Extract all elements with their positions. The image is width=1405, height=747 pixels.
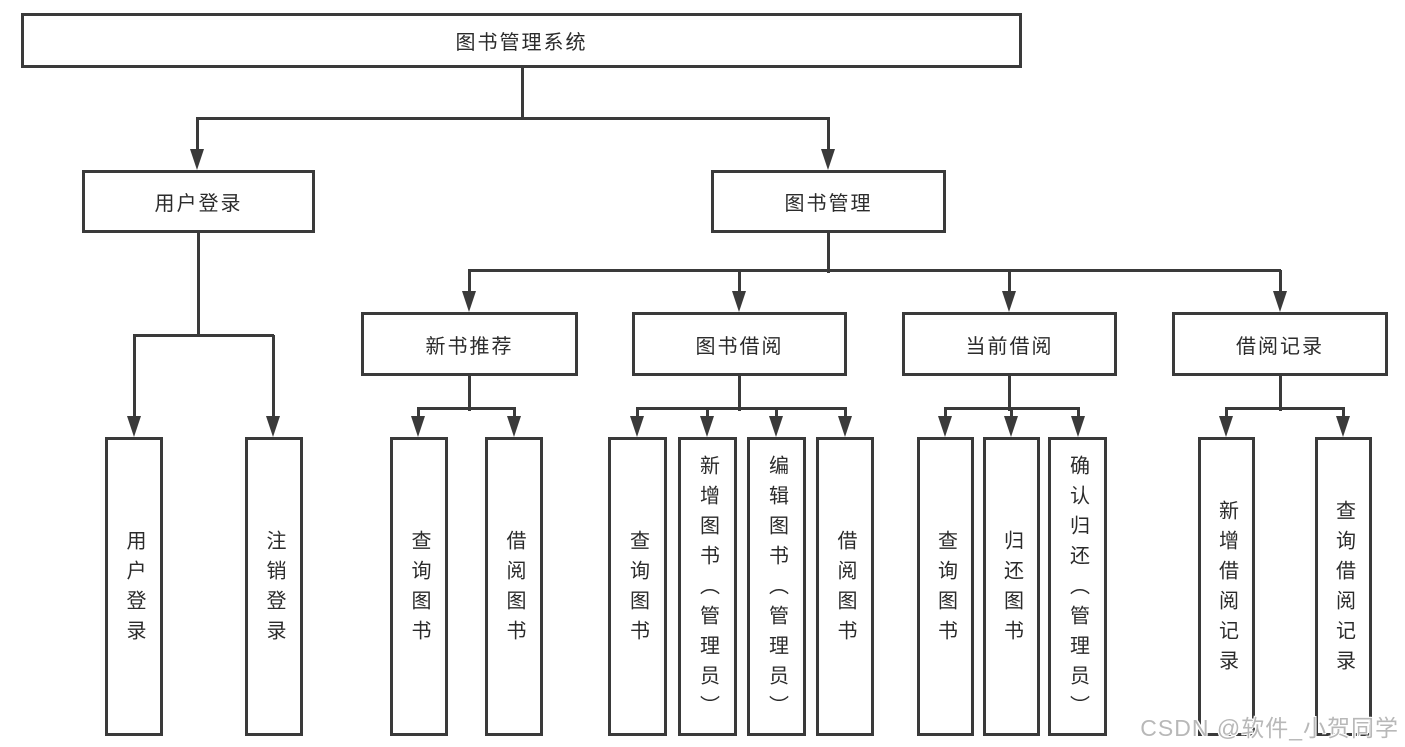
leaf-query-books-current: 查询图书 [917, 437, 974, 736]
leaf-query-books-borrow: 查询图书 [608, 437, 667, 736]
arrowhead-icon [127, 416, 141, 437]
connector-stem [512, 408, 516, 419]
connector-stem [271, 335, 275, 419]
csdn-watermark: CSDN @软件_小贺同学 [1140, 715, 1399, 741]
connector-stem [737, 376, 741, 411]
arrowhead-icon [266, 416, 280, 437]
connector-stem [737, 270, 741, 294]
leaf-confirm-return-admin: 确认归还（管理员） [1048, 437, 1107, 736]
node-current-borrowing: 当前借阅 [902, 312, 1117, 376]
connector-stem [1009, 408, 1013, 419]
connector-rail-records [1224, 406, 1345, 410]
connector-stem [1076, 408, 1080, 419]
arrowhead-icon [1002, 291, 1016, 312]
leaf-query-books-recommend: 查询图书 [390, 437, 448, 736]
leaf-borrow-books-recommend: 借阅图书 [485, 437, 543, 736]
connector-stem [467, 270, 471, 294]
arrowhead-icon [1336, 416, 1350, 437]
node-user-login: 用户登录 [82, 170, 315, 233]
connector-root-stem [520, 68, 524, 119]
connector-rail-borrow [635, 406, 847, 410]
connector-rail-current [943, 406, 1080, 410]
arrowhead-icon [821, 149, 835, 170]
arrowhead-icon [1219, 416, 1233, 437]
arrowhead-icon [190, 149, 204, 170]
connector-rail-user-login [132, 333, 274, 337]
arrowhead-icon [1004, 416, 1018, 437]
node-book-management: 图书管理 [711, 170, 946, 233]
arrowhead-icon [732, 291, 746, 312]
arrowhead-icon [700, 416, 714, 437]
connector-rail-book-mgmt [467, 268, 1281, 272]
connector-stem [826, 118, 830, 152]
node-borrowing-records: 借阅记录 [1172, 312, 1388, 376]
node-book-borrowing: 图书借阅 [632, 312, 847, 376]
connector-stem [1341, 408, 1345, 419]
connector-stem [1224, 408, 1228, 419]
leaf-return-books: 归还图书 [983, 437, 1040, 736]
arrowhead-icon [462, 291, 476, 312]
connector-stem [943, 408, 947, 419]
arrowhead-icon [507, 416, 521, 437]
connector-user-login-stem [196, 233, 200, 337]
leaf-borrow-books: 借阅图书 [816, 437, 874, 736]
connector-book-mgmt-stem [826, 233, 830, 273]
leaf-add-borrow-record: 新增借阅记录 [1198, 437, 1255, 736]
connector-stem [705, 408, 709, 419]
arrowhead-icon [1071, 416, 1085, 437]
arrowhead-icon [411, 416, 425, 437]
leaf-user-login: 用户登录 [105, 437, 163, 736]
connector-stem [467, 376, 471, 411]
connector-stem [843, 408, 847, 419]
node-root-book-management-system: 图书管理系统 [21, 13, 1022, 68]
node-new-book-recommendation: 新书推荐 [361, 312, 578, 376]
arrowhead-icon [769, 416, 783, 437]
leaf-add-books-admin: 新增图书（管理员） [678, 437, 737, 736]
leaf-edit-books-admin: 编辑图书（管理员） [747, 437, 806, 736]
connector-stem [1278, 270, 1282, 294]
connector-rail-recommend [416, 406, 516, 410]
connector-stem [416, 408, 420, 419]
connector-stem [635, 408, 639, 419]
connector-stem [132, 335, 136, 419]
leaf-logout: 注销登录 [245, 437, 303, 736]
connector-stem [1007, 376, 1011, 411]
connector-rail-level2 [195, 116, 830, 120]
connector-stem [1007, 270, 1011, 294]
connector-stem [195, 118, 199, 152]
arrowhead-icon [938, 416, 952, 437]
leaf-query-borrow-record: 查询借阅记录 [1315, 437, 1372, 736]
arrowhead-icon [630, 416, 644, 437]
arrowhead-icon [1273, 291, 1287, 312]
connector-stem [1278, 376, 1282, 411]
connector-stem [774, 408, 778, 419]
arrowhead-icon [838, 416, 852, 437]
